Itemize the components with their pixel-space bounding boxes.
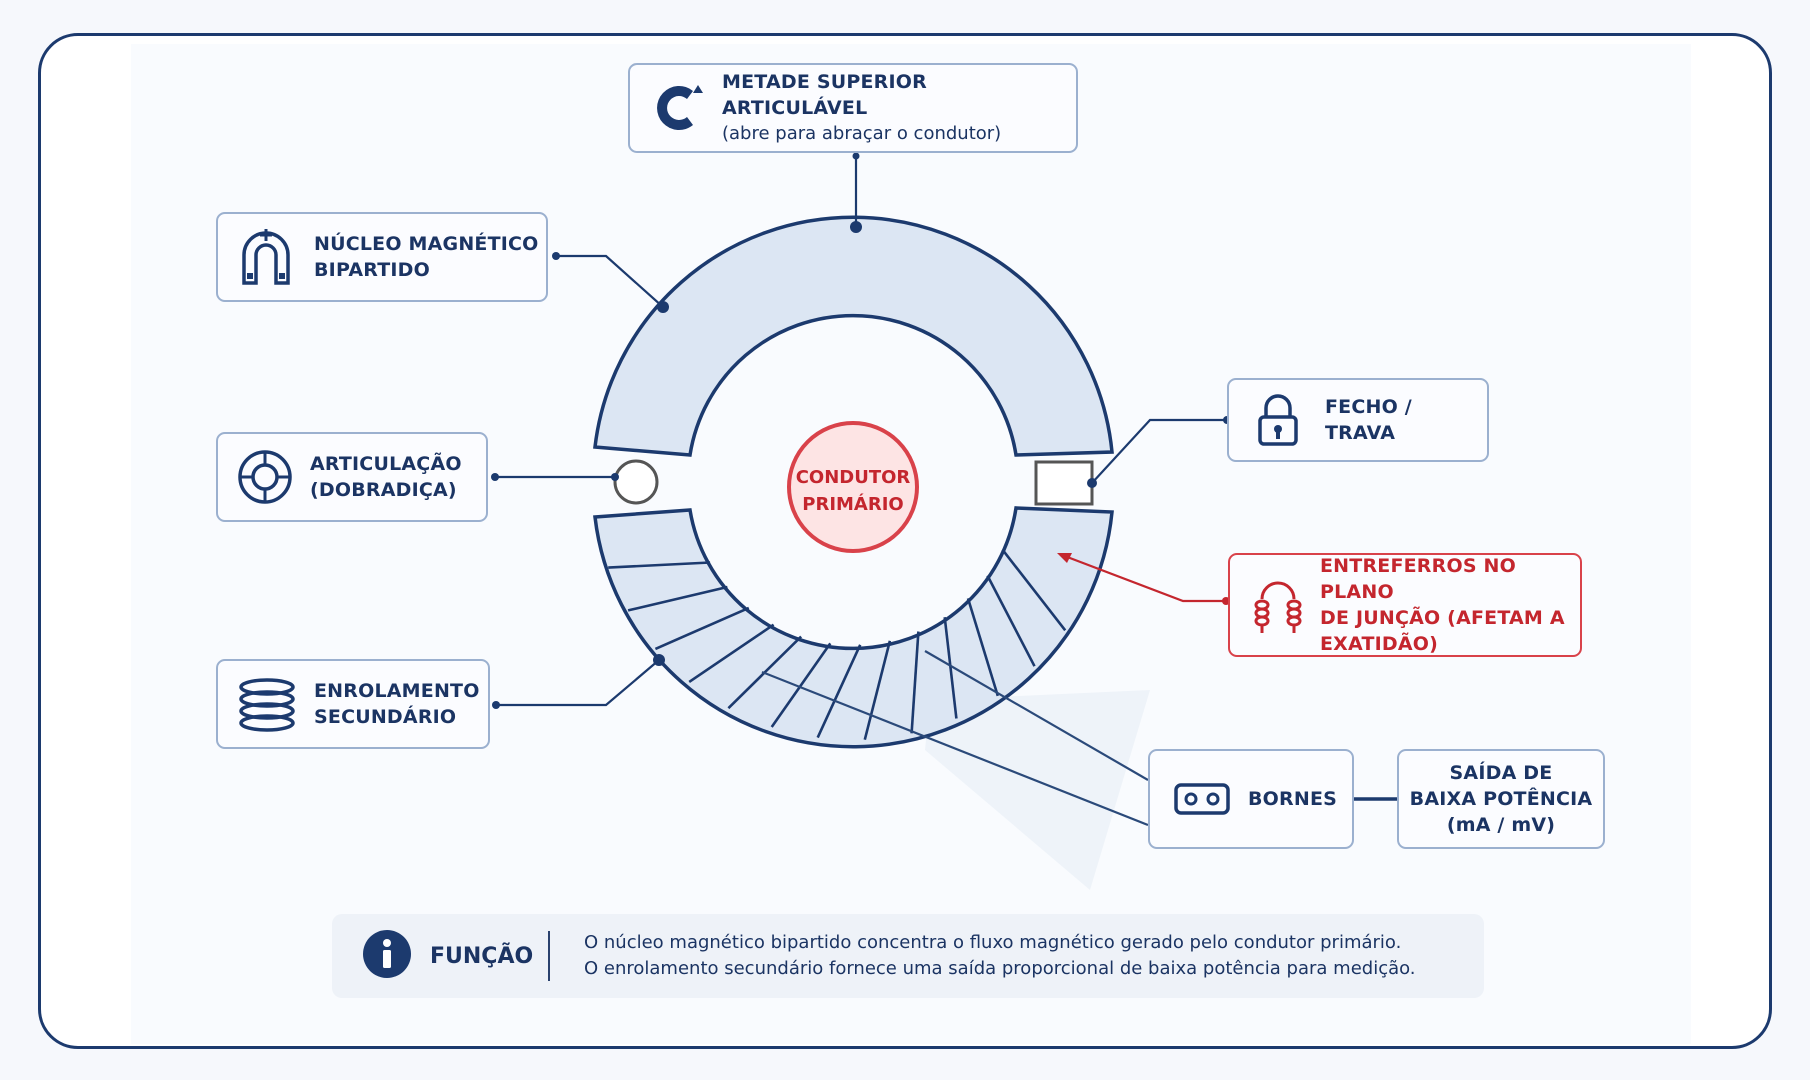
c-clamp-icon	[648, 79, 708, 137]
winding-lead-1	[761, 670, 1149, 827]
function-divider	[548, 931, 550, 981]
winding-turn	[608, 561, 711, 569]
primary-conductor	[787, 421, 919, 553]
air-gaps-label-line1: ENTREFERROS NO PLANO	[1320, 555, 1516, 603]
winding-turn	[688, 623, 775, 683]
padlock-icon	[1253, 393, 1303, 447]
winding-turn	[943, 617, 958, 719]
terminals-label: BORNES	[1248, 788, 1338, 810]
coil-icon	[236, 675, 298, 733]
winding-turn	[966, 598, 1000, 697]
winding-turn	[986, 575, 1036, 667]
terminal-block-icon	[1174, 783, 1230, 815]
diagram-background	[131, 44, 1691, 1044]
callout-air-gaps: ENTREFERROS NO PLANO DE JUNÇÃO (AFETAM A…	[1228, 553, 1582, 657]
output-label-line3: (mA / mV)	[1446, 814, 1556, 836]
function-title: FUNÇÃO	[430, 943, 534, 969]
core-label-line1: NÚCLEO MAGNÉTICO	[314, 233, 539, 255]
callout-core: NÚCLEO MAGNÉTICO BIPARTIDO	[216, 212, 548, 302]
hinge-label-line1: ARTICULAÇÃO	[310, 453, 462, 475]
winding-lead-2	[924, 650, 1149, 781]
callout-latch: FECHO / TRAVA	[1227, 378, 1489, 462]
output-label-line2: BAIXA POTÊNCIA	[1409, 788, 1593, 810]
leader-latch	[1091, 418, 1227, 484]
winding-turn	[910, 631, 920, 734]
hinge-symbol	[613, 459, 659, 505]
winding-label-line2: SECUNDÁRIO	[314, 706, 457, 728]
hinge-label-line2: (DOBRADIÇA)	[310, 479, 457, 501]
callout-upper-half: METADE SUPERIOR ARTICULÁVEL (abre para a…	[628, 63, 1078, 153]
latch-label: FECHO / TRAVA	[1325, 396, 1412, 444]
core-label-line2: BIPARTIDO	[314, 259, 430, 281]
winding-label-line1: ENROLAMENTO	[314, 680, 480, 702]
conductor-label-line2: PRIMÁRIO	[802, 493, 903, 515]
inductor-icon	[1248, 575, 1308, 635]
secondary-winding-turns	[608, 548, 1067, 741]
winding-turn	[627, 585, 728, 612]
callout-winding: ENROLAMENTO SECUNDÁRIO	[216, 659, 490, 749]
leader-core	[556, 254, 664, 308]
upper-half-title: METADE SUPERIOR ARTICULÁVEL	[722, 71, 927, 119]
winding-turn	[770, 642, 832, 728]
latch-symbol	[1034, 460, 1094, 506]
output-label-line1: SAÍDA DE	[1449, 762, 1553, 784]
upper-half-subtitle: (abre para abraçar o condutor)	[722, 123, 1002, 144]
callout-hinge: ARTICULAÇÃO (DOBRADIÇA)	[216, 432, 488, 522]
function-text-line1: O núcleo magnético bipartido concentra o…	[584, 932, 1402, 953]
winding-turn	[654, 606, 750, 651]
callout-terminals: BORNES	[1148, 749, 1354, 849]
leader-air-gaps	[1061, 553, 1226, 603]
shadow-wedge	[925, 690, 1150, 890]
winding-turn	[863, 640, 892, 741]
leader-winding	[496, 659, 660, 707]
diagram-frame	[38, 33, 1772, 1049]
function-info-bar: FUNÇÃO O núcleo magnético bipartido conc…	[332, 914, 1484, 998]
air-gaps-label-line3: EXATIDÃO)	[1320, 633, 1438, 655]
core-lower-half	[593, 506, 1114, 749]
core-upper-half	[593, 215, 1114, 457]
winding-turn	[816, 644, 862, 739]
hinge-icon	[236, 448, 294, 506]
winding-turn	[1001, 548, 1067, 632]
horseshoe-magnet-icon	[236, 227, 296, 287]
conductor-label-line1: CONDUTOR	[796, 467, 911, 488]
air-gaps-label-line2: DE JUNÇÃO (AFETAM A	[1320, 607, 1565, 629]
function-text-line2: O enrolamento secundário fornece uma saí…	[584, 958, 1416, 979]
callout-output: SAÍDA DE BAIXA POTÊNCIA (mA / mV)	[1397, 749, 1605, 849]
info-icon	[362, 929, 412, 983]
